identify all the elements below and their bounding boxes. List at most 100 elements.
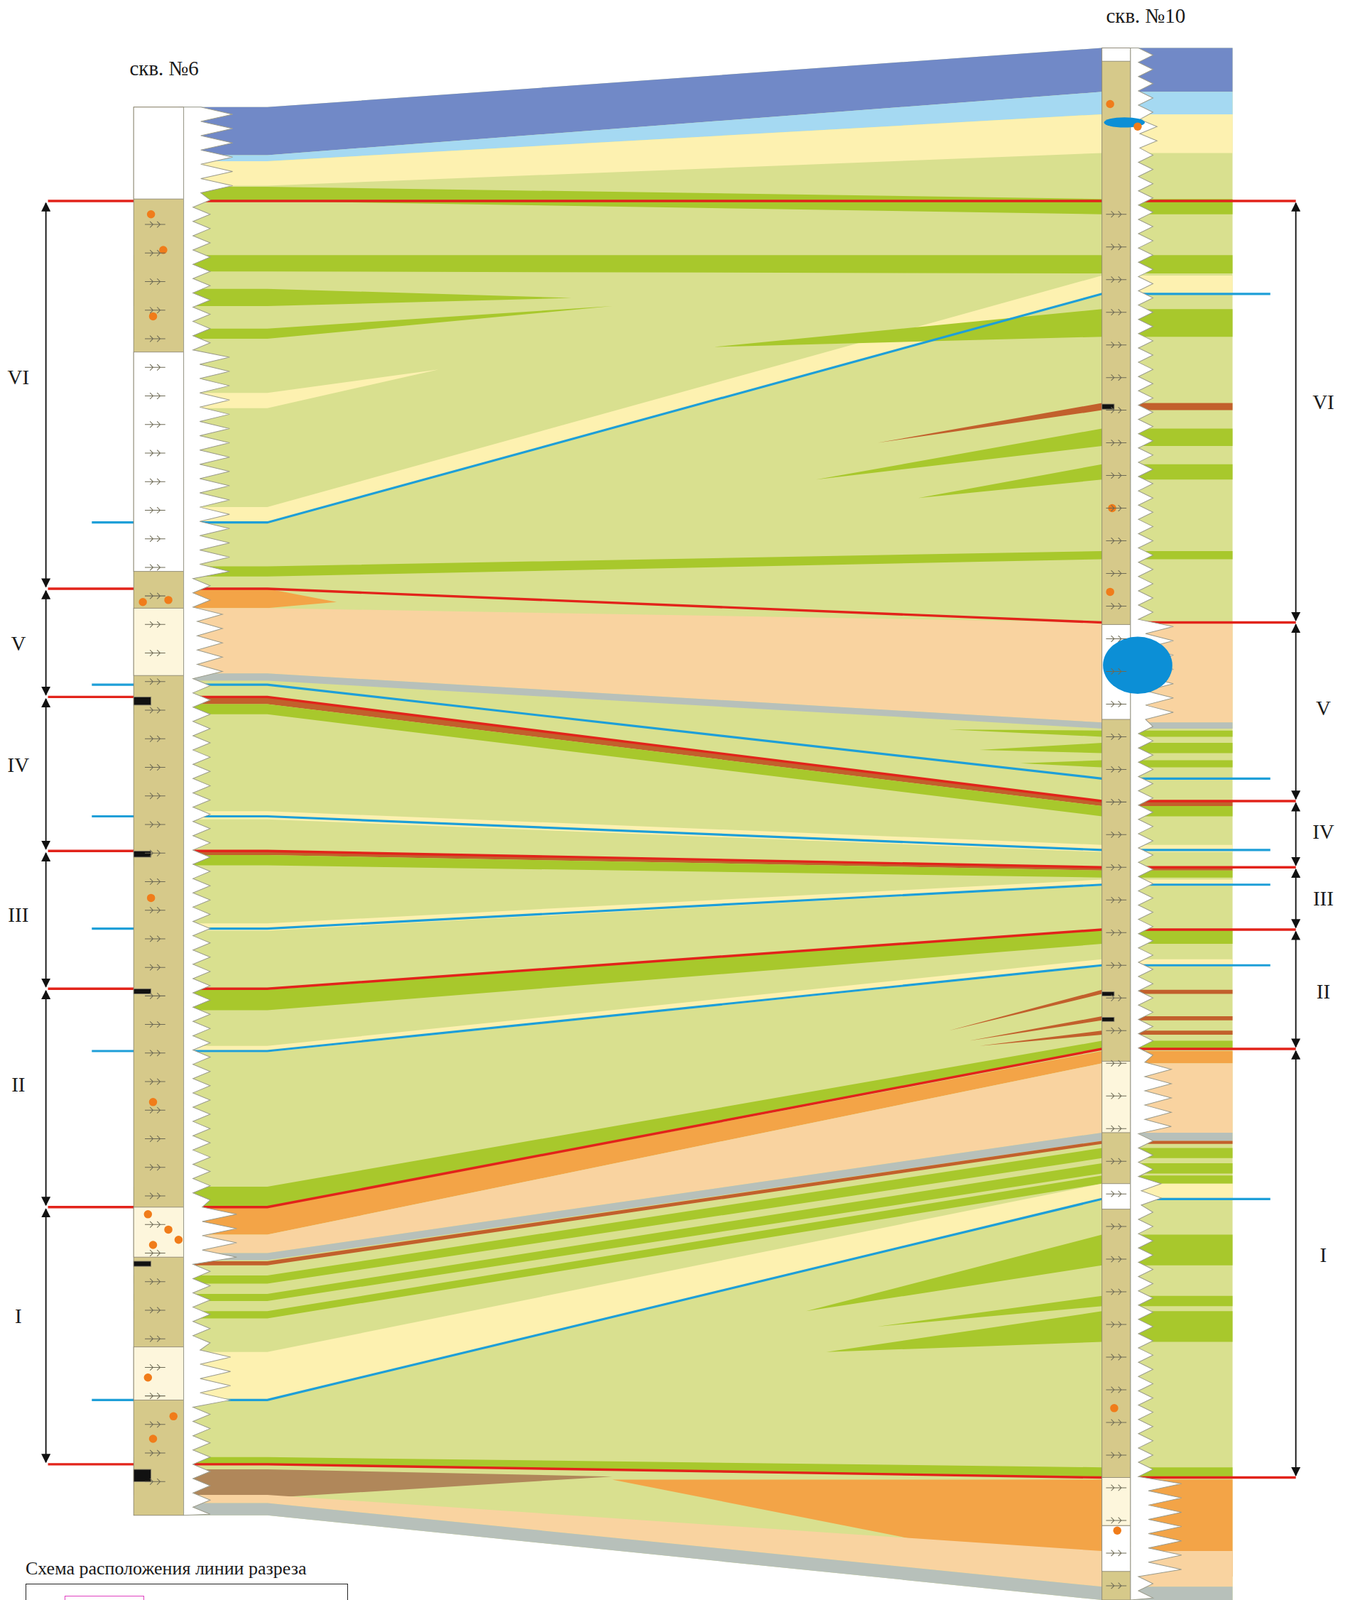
coal-mark xyxy=(133,850,151,858)
coal-mark xyxy=(133,1469,151,1482)
plant-symbol xyxy=(144,364,166,371)
plant-symbol xyxy=(144,1221,166,1228)
plant-symbol xyxy=(144,221,166,228)
unit-bracket xyxy=(1295,624,1297,799)
inclusion-dot xyxy=(174,1235,183,1244)
inclusion-dot xyxy=(147,210,155,219)
plant-symbol xyxy=(144,1335,166,1343)
plant-symbol xyxy=(1105,1354,1127,1361)
inclusion-dot xyxy=(144,1373,152,1382)
inclusion-dot xyxy=(149,1097,157,1106)
plant-symbol xyxy=(1105,668,1127,675)
log-curve xyxy=(1130,48,1182,1600)
plant-symbol xyxy=(144,306,166,314)
coal-mark xyxy=(133,696,151,705)
plant-symbol xyxy=(1105,864,1127,871)
plant-symbol xyxy=(144,1278,166,1285)
plant-symbol xyxy=(1105,798,1127,806)
plant-symbol xyxy=(144,1364,166,1371)
layer-band xyxy=(133,306,613,339)
plant-symbol xyxy=(144,649,166,657)
plant-symbol xyxy=(1105,1419,1127,1427)
plant-symbol xyxy=(144,421,166,428)
plant-symbol xyxy=(144,335,166,343)
plant-symbol xyxy=(1105,276,1127,283)
plant-symbol xyxy=(1105,1223,1127,1231)
unit-bracket xyxy=(1295,203,1297,621)
correlation-line xyxy=(91,294,1270,523)
plant-symbol xyxy=(144,1392,166,1400)
plant-symbol xyxy=(1105,635,1127,642)
plant-symbol xyxy=(1105,994,1127,1002)
plant-symbol xyxy=(1105,1484,1127,1492)
lithology-interval xyxy=(1102,1525,1131,1572)
layer-band xyxy=(969,1016,1233,1041)
plant-symbol xyxy=(144,478,166,486)
plant-symbol xyxy=(144,764,166,771)
inclusion-dot xyxy=(138,597,147,606)
plant-symbol xyxy=(144,735,166,743)
lithology-interval xyxy=(133,107,184,199)
plant-symbol xyxy=(144,1107,166,1114)
plant-symbol xyxy=(144,1050,166,1057)
inset-frame xyxy=(25,1583,348,1600)
plant-symbol xyxy=(144,1249,166,1257)
coal-mark xyxy=(1102,1017,1115,1022)
plant-symbol xyxy=(1105,1582,1127,1590)
plant-symbol xyxy=(144,707,166,714)
plant-symbol xyxy=(144,1450,166,1457)
unit-number: I xyxy=(14,1304,23,1329)
unit-bracket xyxy=(1295,869,1297,928)
inclusion-dot xyxy=(169,1412,178,1421)
plant-symbol xyxy=(144,1021,166,1028)
plant-symbol xyxy=(144,992,166,1000)
unit-number: III xyxy=(7,903,29,927)
plant-symbol xyxy=(144,450,166,457)
plant-symbol xyxy=(144,936,166,943)
inclusion-dot xyxy=(164,1225,172,1234)
plant-symbol xyxy=(1105,1386,1127,1394)
correlation-line xyxy=(91,815,1270,850)
lithology-interval xyxy=(133,352,184,572)
plant-symbol xyxy=(144,1478,166,1485)
plant-symbol xyxy=(144,1307,166,1314)
plant-symbol xyxy=(1105,962,1127,969)
well-name: скв. №10 xyxy=(1105,4,1186,28)
unit-bracket xyxy=(45,698,47,849)
plant-symbol xyxy=(144,392,166,400)
plant-symbol xyxy=(1105,504,1127,512)
plant-symbol xyxy=(144,564,166,571)
inclusion-dot xyxy=(149,312,157,321)
plant-symbol xyxy=(144,678,166,686)
plant-symbol xyxy=(1105,1517,1127,1525)
plant-symbol xyxy=(1105,341,1127,348)
correlation-line xyxy=(91,684,1270,779)
plant-symbol xyxy=(1105,602,1127,610)
inclusion-dot xyxy=(1133,122,1142,130)
inclusion-dot xyxy=(144,1210,152,1218)
plant-symbol xyxy=(144,621,166,628)
plant-symbol xyxy=(1105,406,1127,414)
plant-symbol xyxy=(144,964,166,971)
lithology-interval xyxy=(1102,48,1131,62)
sand-interval xyxy=(133,1207,184,1257)
unit-brackets xyxy=(46,203,1297,1476)
log-curve xyxy=(183,107,238,1516)
plant-symbol xyxy=(144,821,166,829)
layer-band xyxy=(948,729,1233,737)
coal-mark xyxy=(1102,992,1115,997)
unit-bracket xyxy=(45,203,47,587)
sand-interval xyxy=(1102,1060,1131,1133)
lithology-interval xyxy=(1102,1183,1131,1210)
location-inset: Схема расположения линии разреза xyxy=(25,1558,348,1600)
plant-symbol xyxy=(144,1078,166,1086)
coal-mark xyxy=(133,988,151,994)
lithology-column xyxy=(1102,48,1131,1600)
well-name: скв. №6 xyxy=(129,56,199,81)
plant-symbol xyxy=(144,507,166,514)
plant-symbol xyxy=(144,592,166,600)
plant-symbol xyxy=(1105,439,1127,446)
plant-symbol xyxy=(144,792,166,799)
inclusion-dot xyxy=(147,894,155,902)
